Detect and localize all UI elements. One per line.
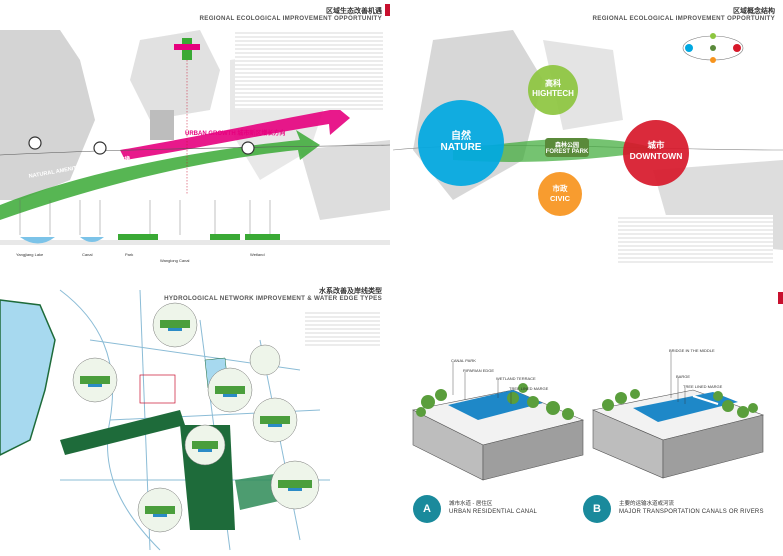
panel4-sections — [412, 352, 765, 481]
section-a-title-en: URBAN RESIDENTIAL CANAL — [449, 509, 538, 515]
urban-growth-label: URBAN GROWTH 城市新区增长方向 — [185, 128, 285, 137]
callout-tree-lined-marge-a: TREE LINED MARGE — [509, 386, 549, 391]
nature-label: 自然 NATURE — [431, 127, 491, 153]
page-tab-marker — [385, 4, 390, 16]
downtown-cn: 城市 — [647, 140, 665, 150]
civic-label: 市政 CIVIC — [538, 183, 582, 203]
callout-barge: BARGE — [676, 374, 691, 379]
panel1-title-en: REGIONAL ECOLOGICAL IMPROVEMENT OPPORTUN… — [199, 15, 382, 22]
forest-en: FOREST PARK — [545, 149, 589, 155]
nature-circle — [418, 100, 504, 186]
panel3-title-cn: 水系改善及岸线类型 — [319, 288, 382, 295]
section-a-title-cn: 城市水道 - 居住区 — [449, 501, 493, 507]
panel1-body-text — [235, 30, 383, 110]
section-b-badge: B — [583, 495, 611, 523]
civic-en: CIVIC — [549, 194, 570, 203]
callout-bridge: BRIDGE IN THE MIDDLE — [669, 348, 715, 353]
hightech-cn: 高科 — [545, 79, 561, 88]
panel-water-edge-types: CANAL PARK RIPARIAN EDGE WETLAND TERRACE… — [393, 280, 783, 556]
callout-tree-lined-marge-b: TREE LINED MARGE — [683, 384, 723, 389]
civic-circle — [538, 172, 582, 216]
panel-regional-concept: 自然 NATURE 高科 HIGHTECH 森林公园 FOREST PARK 市… — [393, 0, 783, 276]
downtown-en: DOWNTOWN — [629, 151, 683, 161]
panel1-illustration — [0, 30, 390, 245]
forest-cn: 森林公园 — [554, 143, 579, 149]
hightech-circle — [528, 65, 578, 115]
civic-cn: 市政 — [552, 184, 568, 193]
section-a-badge: A — [413, 495, 441, 523]
panel-hydrological-network: 水系改善及岸线类型 HYDROLOGICAL NETWORK IMPROVEME… — [0, 280, 390, 556]
section-b-title-en: MAJOR TRANSPORTATION CANALS OR RIVERS — [619, 509, 764, 515]
downtown-circle — [623, 120, 689, 186]
panel3-title-en: HYDROLOGICAL NETWORK IMPROVEMENT & WATER… — [164, 295, 382, 302]
nature-en: NATURE — [440, 142, 482, 153]
urban-growth-cn: 城市新区增长方向 — [237, 131, 286, 137]
label-wetland: Wetland — [250, 252, 265, 257]
panel3-body-text — [305, 310, 380, 346]
page-tab-marker-2 — [778, 292, 783, 304]
nature-cn: 自然 — [451, 131, 471, 142]
label-wanglong-canal: Wanglong Canal — [160, 258, 190, 263]
panel2-title-en: REGIONAL ECOLOGICAL IMPROVEMENT OPPORTUN… — [592, 15, 775, 22]
label-yangjiang-lake: Yangjiang Lake — [16, 252, 44, 257]
forest-park-label: 森林公园 FOREST PARK — [545, 138, 589, 157]
panel1-title-cn: 区域生态改善机遇 — [326, 8, 382, 15]
label-park: Park — [125, 252, 134, 257]
panel3-map — [0, 289, 330, 551]
urban-growth-en: URBAN GROWTH — [185, 131, 236, 137]
panel2-title-cn: 区域概念结构 — [733, 8, 775, 15]
hightech-label: 高科 HIGHTECH — [524, 78, 582, 98]
downtown-label: 城市 DOWNTOWN — [619, 139, 693, 161]
label-canal: Canal — [82, 252, 93, 257]
callout-riparian-edge: RIPARIAN EDGE — [463, 368, 495, 373]
section-b-title-cn: 主要的运输水道或河流 — [619, 501, 675, 507]
callout-wetland-terrace: WETLAND TERRACE — [496, 376, 536, 381]
hightech-en: HIGHTECH — [532, 89, 574, 98]
panel2-body-text — [618, 215, 773, 265]
panel-regional-opportunity: 区域生态改善机遇 REGIONAL ECOLOGICAL IMPROVEMENT… — [0, 0, 390, 276]
callout-canal-park: CANAL PARK — [451, 358, 476, 363]
